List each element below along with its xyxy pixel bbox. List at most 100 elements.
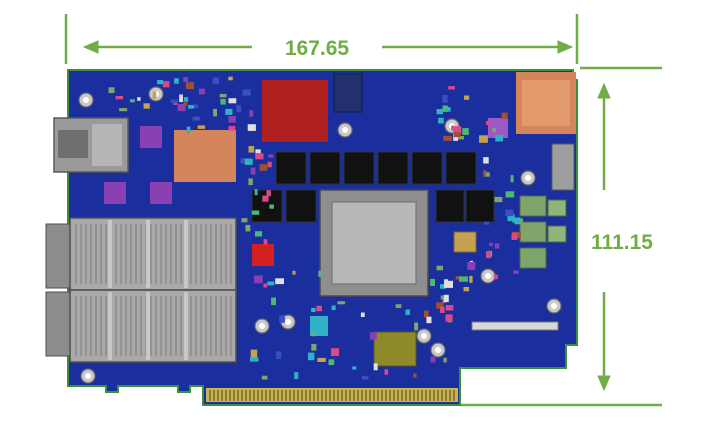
gold-finger-pin [305,390,307,401]
gold-finger-pin [441,390,443,401]
smd-part [242,89,251,96]
gold-finger-pin [345,390,347,401]
gold-finger-pin [221,390,223,401]
gold-finger-contacts [209,390,455,401]
pcb-board [45,69,578,406]
smd-part [505,209,514,217]
smd-part [228,116,236,123]
smd-part [361,375,369,380]
gold-finger-pin [209,390,211,401]
smd-part [152,91,157,99]
smd-part [494,196,503,203]
smd-part [328,359,335,366]
fpc-connector [471,321,559,331]
smd-part [510,175,514,183]
width-arrowhead-left [82,40,99,54]
gold-finger-pin [313,390,315,401]
purple-ic-2 [150,182,172,204]
smd-part [279,315,285,323]
smd-part [177,103,186,112]
smd-part [188,105,194,109]
purple-ic-3 [140,126,162,148]
smd-part [331,348,339,356]
gold-finger-pin [325,390,327,401]
memory-chip-array [251,151,495,223]
smd-part [405,309,410,315]
smd-part [248,178,253,186]
qsfp-cage-top [45,217,237,291]
smd-part [251,210,260,215]
gold-finger-pin [373,390,375,401]
smd-part [463,287,470,292]
memory-chip [465,189,495,223]
smd-part [318,270,322,277]
memory-chip [411,151,443,185]
memory-chip [435,189,465,223]
red-small-component [252,244,274,266]
gold-finger-pin [225,390,227,401]
smd-part [436,302,444,309]
smd-part [360,312,365,317]
gold-finger-pin [369,390,371,401]
tan-ic-chip [453,231,477,253]
smd-part [459,276,468,282]
memory-chip [343,151,375,185]
smd-part [483,170,487,177]
smd-part [395,304,402,308]
smd-part [183,97,189,103]
smd-part [130,99,135,103]
qsfp-cage-bottom [45,289,237,363]
dark-ic-chip [333,73,363,113]
smd-part [493,274,498,280]
smd-part [495,134,504,142]
smd-part [443,135,452,141]
smd-part [115,96,123,100]
gold-finger-pin [445,390,447,401]
smd-part [249,110,254,117]
height-dimension-label: 111.15 [591,231,653,254]
gold-finger-pin [385,390,387,401]
smd-part [185,82,194,90]
gold-finger-pin [237,390,239,401]
smd-part [384,369,389,375]
gold-finger-pin [261,390,263,401]
heatsink-clip [184,292,188,360]
smd-part [192,116,200,121]
smd-part [337,301,346,305]
gold-finger-connector [206,388,458,402]
smd-part [254,189,258,196]
power-connector-face [522,80,570,126]
smd-part [479,135,488,143]
inductor-3 [519,247,547,269]
gold-finger-pin [397,390,399,401]
heatsink-fins [75,220,232,288]
smd-part [183,101,188,106]
mounting-hole-center [525,175,531,181]
smd-part [445,314,453,322]
mounting-hole-center [285,319,291,325]
gold-finger-pin [361,390,363,401]
teal-component [310,316,328,336]
mounting-hole-center [421,333,427,339]
height-arrowhead-bottom [597,375,611,392]
smd-part [453,132,461,138]
memory-chip [445,151,477,185]
smd-part [250,349,258,358]
smd-part [448,86,455,90]
smd-part [451,125,455,131]
smd-part [444,280,453,288]
smd-part [267,161,272,168]
smd-components [108,76,523,380]
smd-part [445,305,454,311]
smd-part [248,146,255,153]
smd-part [225,108,233,115]
smd-part [259,164,268,171]
smd-part [244,158,253,165]
gold-finger-pin [333,390,335,401]
smd-part [212,77,219,84]
mounting-hole-center [551,303,557,309]
smd-part [443,357,447,363]
inductor-4 [547,199,567,217]
smd-part [292,270,296,275]
mounting-hole-center [259,323,265,329]
